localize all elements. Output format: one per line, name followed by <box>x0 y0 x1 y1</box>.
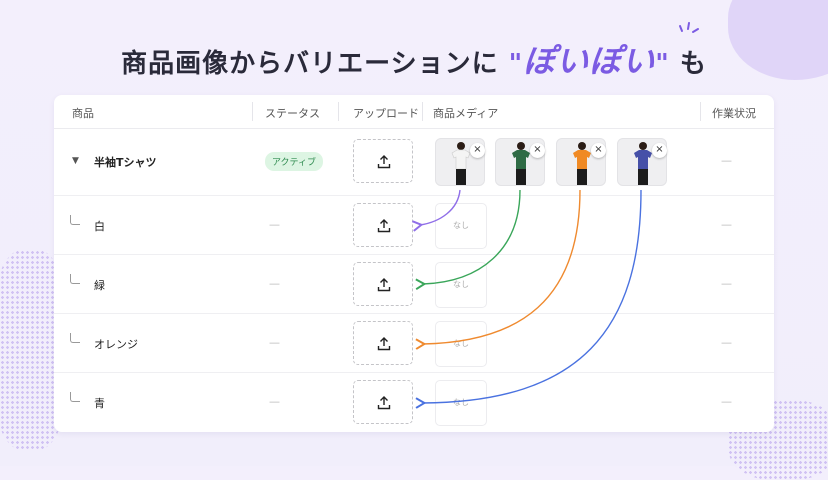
table-header: 商品 ステータス アップロード 商品メディア 作業状況 <box>54 95 774 129</box>
upload-icon <box>377 155 391 169</box>
variant-name: 緑 <box>94 279 105 292</box>
table-row-variant[interactable]: 白 — なし — <box>54 195 774 255</box>
upload-icon <box>377 337 391 351</box>
table-row-variant[interactable]: 緑 — なし — <box>54 254 774 314</box>
work-status: — <box>721 277 732 290</box>
tshirt-model-image <box>512 142 530 185</box>
upload-button[interactable] <box>353 262 413 306</box>
variant-name: 青 <box>94 397 105 410</box>
table-row-variant[interactable]: 青 — なし — <box>54 372 774 432</box>
close-icon[interactable]: × <box>591 143 606 158</box>
headline-suffix: も <box>679 49 707 79</box>
variant-name: オレンジ <box>94 338 138 351</box>
work-status: — <box>721 336 732 349</box>
variant-status: — <box>269 277 280 290</box>
tshirt-model-image <box>573 142 591 185</box>
branch-icon <box>70 392 80 402</box>
variant-status: — <box>269 336 280 349</box>
media-dropzone[interactable]: なし <box>435 321 487 367</box>
work-status: — <box>721 395 732 408</box>
upload-icon <box>377 396 391 410</box>
headline: 商品画像からバリエーションに "ぽいぽい" も <box>0 36 828 82</box>
work-status: — <box>721 218 732 231</box>
upload-button[interactable] <box>353 321 413 365</box>
tshirt-model-image <box>451 142 471 185</box>
col-upload[interactable]: アップロード <box>353 107 419 120</box>
headline-quote-open: " <box>508 49 524 79</box>
close-icon[interactable]: × <box>652 143 667 158</box>
branch-icon <box>70 333 80 343</box>
headline-quote-close: " <box>655 49 670 79</box>
media-thumb-green[interactable]: × <box>495 138 545 186</box>
media-thumb-white[interactable]: × <box>435 138 485 186</box>
col-work-status[interactable]: 作業状況 <box>712 107 756 120</box>
upload-icon <box>377 278 391 292</box>
media-dropzone[interactable]: なし <box>435 380 487 426</box>
variant-status: — <box>269 218 280 231</box>
work-status: — <box>721 154 732 167</box>
tshirt-model-image <box>634 142 652 185</box>
headline-prefix: 商品画像からバリエーションに <box>121 49 499 79</box>
upload-button[interactable] <box>353 203 413 247</box>
branch-icon <box>70 215 80 225</box>
upload-button[interactable] <box>353 380 413 424</box>
caret-down-icon[interactable]: ▼ <box>72 156 79 166</box>
col-product[interactable]: 商品 <box>72 107 94 120</box>
close-icon[interactable]: × <box>530 143 545 158</box>
close-icon[interactable]: × <box>470 143 485 158</box>
sparkle-icon <box>679 22 699 33</box>
product-table: 商品 ステータス アップロード 商品メディア 作業状況 ▼ 半袖Tシャツ アクテ… <box>54 95 774 432</box>
upload-icon <box>377 219 391 233</box>
branch-icon <box>70 274 80 284</box>
table-row-product[interactable]: ▼ 半袖Tシャツ アクティブ × × <box>54 129 774 196</box>
col-status[interactable]: ステータス <box>265 107 320 120</box>
table-row-variant[interactable]: オレンジ — なし — <box>54 313 774 373</box>
variant-name: 白 <box>94 220 105 233</box>
variant-status: — <box>269 395 280 408</box>
headline-accent: ぽいぽい <box>523 42 656 80</box>
media-thumb-blue[interactable]: × <box>617 138 667 186</box>
upload-button[interactable] <box>353 139 413 183</box>
media-dropzone[interactable]: なし <box>435 262 487 308</box>
media-dropzone[interactable]: なし <box>435 203 487 249</box>
product-name: 半袖Tシャツ <box>94 156 157 169</box>
media-thumb-orange[interactable]: × <box>556 138 606 186</box>
status-badge: アクティブ <box>265 152 324 171</box>
col-media[interactable]: 商品メディア <box>433 107 499 120</box>
